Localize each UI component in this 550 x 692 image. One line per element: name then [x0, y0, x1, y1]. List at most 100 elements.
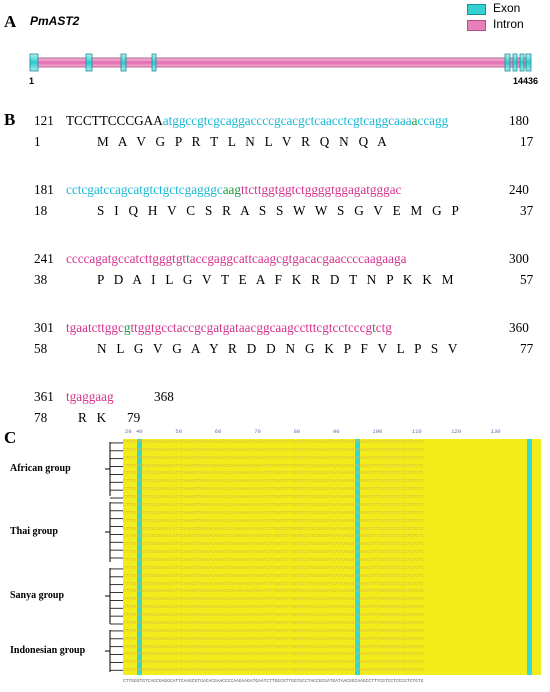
variant-site-highlight: [527, 446, 532, 455]
nt-segment: tgaatcttggc: [66, 320, 124, 335]
alignment-sequence: CTTGGGTGTCACCGAGGCATTCAAGCGTGACACGAACCCC…: [123, 644, 424, 650]
aa-sequence-2: S I Q H V C S R A S S W W S G V E M G P: [97, 203, 459, 218]
alignment-sequence: CTTGGGTGTCACCGAGGCATTCAAGCGTGACACGAACCCC…: [123, 636, 424, 642]
variant-site-highlight: [355, 619, 360, 628]
group-label: Indonesian group: [10, 645, 86, 656]
variant-site-highlight: [355, 612, 360, 620]
alignment-sequence: CTTGGGTGTCACCGAGGCATTCAAGCGTGACACGAACCCC…: [123, 652, 424, 658]
alignment-row: CTTGGGTGTCACCGAGGCATTCAAGCGTGACACGAACCCC…: [123, 627, 541, 636]
exon-2: [85, 53, 93, 72]
variant-site-highlight: [527, 533, 532, 542]
variant-site-highlight: [527, 525, 532, 534]
ruler-tick-label: 120: [451, 428, 462, 435]
alignment-row: CTTGGGTGTCACCGAGGCATTCAAGCGTGACACGAACCCC…: [123, 462, 541, 471]
alignment-sequence: CTTGGGTGTCACCGAGGCATTCAAGCGTGACACGAACCCC…: [123, 518, 424, 524]
alignment-sequence: CTTGGGTGTCACCGAGGCATTCAAGCGTGACACGAACCCC…: [123, 479, 424, 485]
aa-sequence-4: N L G V G A Y R D D N G K P F V L P S V: [97, 341, 458, 356]
alignment-sequence: CTTGGGTGTCACCGAGGCATTCAAGCGTGACACGAACCCC…: [123, 487, 424, 493]
variant-site-highlight: [137, 454, 142, 463]
variant-site-highlight: [527, 612, 532, 620]
alignment-sequence: CTTGGGTGTCACCGAGGCATTCAAGCGTGACACGAACCCC…: [123, 628, 424, 634]
alignment-row: CTTGGGTGTCACCGAGGCATTCAAGCGTGACACGAACCCC…: [123, 486, 541, 495]
variant-site-highlight: [355, 501, 360, 510]
variant-site-highlight: [137, 596, 142, 605]
alignment-matrix: CTTGGGTGTCACCGAGGCATTCAAGCGTGACACGAACCCC…: [123, 439, 541, 675]
alignment-row: CTTGGGTGTCACCGAGGCATTCAAGCGTGACACGAACCCC…: [123, 604, 541, 613]
ruler-tick-label: 80: [293, 428, 301, 435]
nt-segment: ttcttggtggtctggggtggagatgggac: [241, 182, 402, 197]
variant-site-highlight: [527, 494, 532, 502]
variant-site-highlight: [355, 517, 360, 526]
variant-site-highlight: [137, 564, 142, 573]
aa-end-3: 57: [520, 272, 534, 287]
aa-start-3: 38: [34, 272, 48, 287]
variant-site-highlight: [527, 604, 532, 613]
alignment-row: CTTGGGTGTCACCGAGGCATTCAAGCGTGACACGAACCCC…: [123, 454, 541, 463]
alignment-sequence: CTTGGGTGTCACCGAGGCATTCAAGCGTGACACGAACCCC…: [123, 447, 424, 453]
variant-site-highlight: [137, 635, 142, 644]
nt-sequence-5: tgaggaag: [66, 389, 114, 405]
alignment-row: CTTGGGTGTCACCGAGGCATTCAAGCGTGACACGAACCCC…: [123, 643, 541, 652]
alignment-sequence: CTTGGGTGTCACCGAGGCATTCAAGCGTGACACGAACCCC…: [123, 510, 424, 516]
variant-site-highlight: [137, 612, 142, 620]
alignment-row: CTTGGGTGTCACCGAGGCATTCAAGCGTGACACGAACCCC…: [123, 439, 541, 447]
nt-end-4: 360: [509, 320, 529, 335]
nt-end-5: 368: [154, 389, 174, 404]
variant-site-highlight: [527, 486, 532, 495]
variant-site-highlight: [527, 541, 532, 550]
variant-site-highlight: [355, 446, 360, 455]
exon-5: [504, 53, 511, 72]
variant-site-highlight: [137, 604, 142, 613]
nt-segment: ccccagatgccatcttgggtgt: [66, 251, 187, 266]
nt-segment: atggccgtcgcaggaccccgcacgctcaacctcgtcaggc…: [162, 113, 412, 128]
variant-site-highlight: [527, 572, 532, 581]
variant-site-highlight: [355, 627, 360, 636]
variant-site-highlight: [355, 564, 360, 573]
variant-site-highlight: [527, 501, 532, 510]
variant-site-highlight: [355, 541, 360, 550]
nt-end-3: 300: [509, 251, 529, 266]
nt-sequence-3: ccccagatgccatcttgggtgttaccgaggcattcaagcg…: [66, 251, 406, 267]
variant-site-highlight: [355, 572, 360, 581]
alignment-row: CTTGGGTGTCACCGAGGCATTCAAGCGTGACACGAACCCC…: [123, 659, 541, 668]
exon-6: [512, 53, 518, 72]
variant-site-highlight: [355, 643, 360, 652]
variant-site-highlight: [527, 509, 532, 518]
variant-site-highlight: [137, 470, 142, 479]
variant-site-highlight: [137, 667, 142, 675]
alignment-row: CTTGGGTGTCACCGAGGCATTCAAGCGTGACACGAACCCC…: [123, 619, 541, 628]
alignment-sequence: CTTGGGTGTCACCGAGGCATTCAAGCGTGACACGAACCCC…: [123, 581, 424, 587]
end-position-label: 14436: [513, 76, 539, 86]
ruler-tick-label: 100: [372, 428, 383, 435]
variant-site-highlight: [137, 533, 142, 542]
nt-segment: cctcgatccagcatgtctgctcgagggc: [66, 182, 223, 197]
variant-site-highlight: [355, 509, 360, 518]
aa-sequence-3: P D A I L G V T E A F K R D T N P K K M: [97, 272, 454, 287]
variant-site-highlight: [527, 478, 532, 487]
aa-end-1: 17: [520, 134, 534, 149]
nt-start-3: 241: [34, 251, 54, 266]
variant-site-highlight: [527, 557, 532, 565]
legend-intron-swatch: [467, 20, 486, 31]
nt-sequence-2: cctcgatccagcatgtctgctcgagggcaagttcttggtg…: [66, 182, 401, 198]
variant-site-highlight: [355, 580, 360, 589]
variant-site-highlight: [137, 486, 142, 495]
variant-site-highlight: [527, 517, 532, 526]
variant-site-highlight: [137, 525, 142, 534]
nt-sequence-4: tgaatcttggcgttggtgcctaccgcgatgataacggcaa…: [66, 320, 392, 336]
variant-site-highlight: [137, 572, 142, 581]
start-position-label: 1: [29, 76, 35, 86]
variant-site-highlight: [355, 557, 360, 565]
variant-site-highlight: [527, 667, 532, 675]
variant-site-highlight: [355, 588, 360, 597]
variant-site-highlight: [355, 604, 360, 613]
variant-site-highlight: [137, 643, 142, 652]
variant-site-highlight: [527, 651, 532, 660]
variant-site-highlight: [137, 541, 142, 550]
variant-site-highlight: [137, 509, 142, 518]
exon-1: [29, 53, 39, 72]
variant-site-highlight: [137, 439, 142, 447]
variant-site-highlight: [355, 454, 360, 463]
